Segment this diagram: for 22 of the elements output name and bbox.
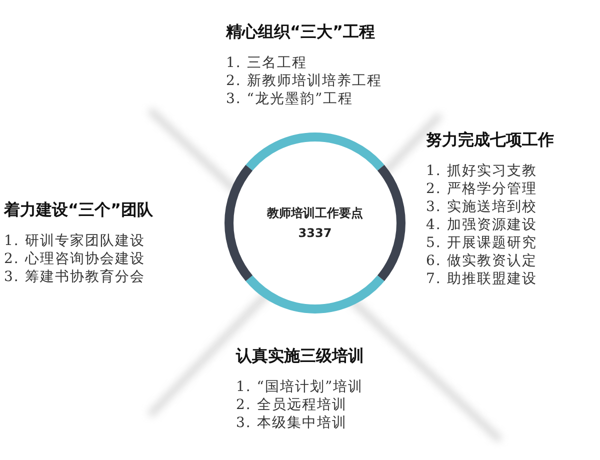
list-item: 1. 研训专家团队建设 (4, 232, 146, 250)
list-item: 3. 本级集中培训 (236, 414, 348, 432)
list-item: 1. “国培计划”培训 (236, 378, 364, 396)
list-item: 1. 三名工程 (226, 54, 308, 72)
list-item: 2. 严格学分管理 (426, 180, 538, 198)
center-title: 教师培训工作要点 (267, 205, 363, 222)
list-item: 3. 实施送培到校 (426, 198, 538, 216)
list-item: 2. 新教师培训培养工程 (226, 72, 382, 90)
list-item: 3. 筹建书协教育分会 (4, 268, 146, 286)
list-item: 3. “龙光墨韵”工程 (226, 90, 354, 108)
list-item: 1. 抓好实习支教 (426, 162, 538, 180)
section-heading: 认真实施三级培训 (236, 345, 364, 367)
list-item: 7. 助推联盟建设 (426, 270, 538, 288)
section-heading: 精心组织“三大”工程 (226, 21, 376, 43)
list-item: 2. 全员远程培训 (236, 396, 348, 414)
section-heading: 努力完成七项工作 (426, 129, 554, 151)
center-number: 3337 (298, 225, 332, 242)
list-item: 4. 加强资源建设 (426, 216, 538, 234)
list-item: 5. 开展课题研究 (426, 234, 538, 252)
list-item: 2. 心理咨询协会建设 (4, 250, 146, 268)
list-item: 6. 做实教资认定 (426, 252, 538, 270)
section-heading: 着力建设“三个”团队 (4, 199, 154, 221)
